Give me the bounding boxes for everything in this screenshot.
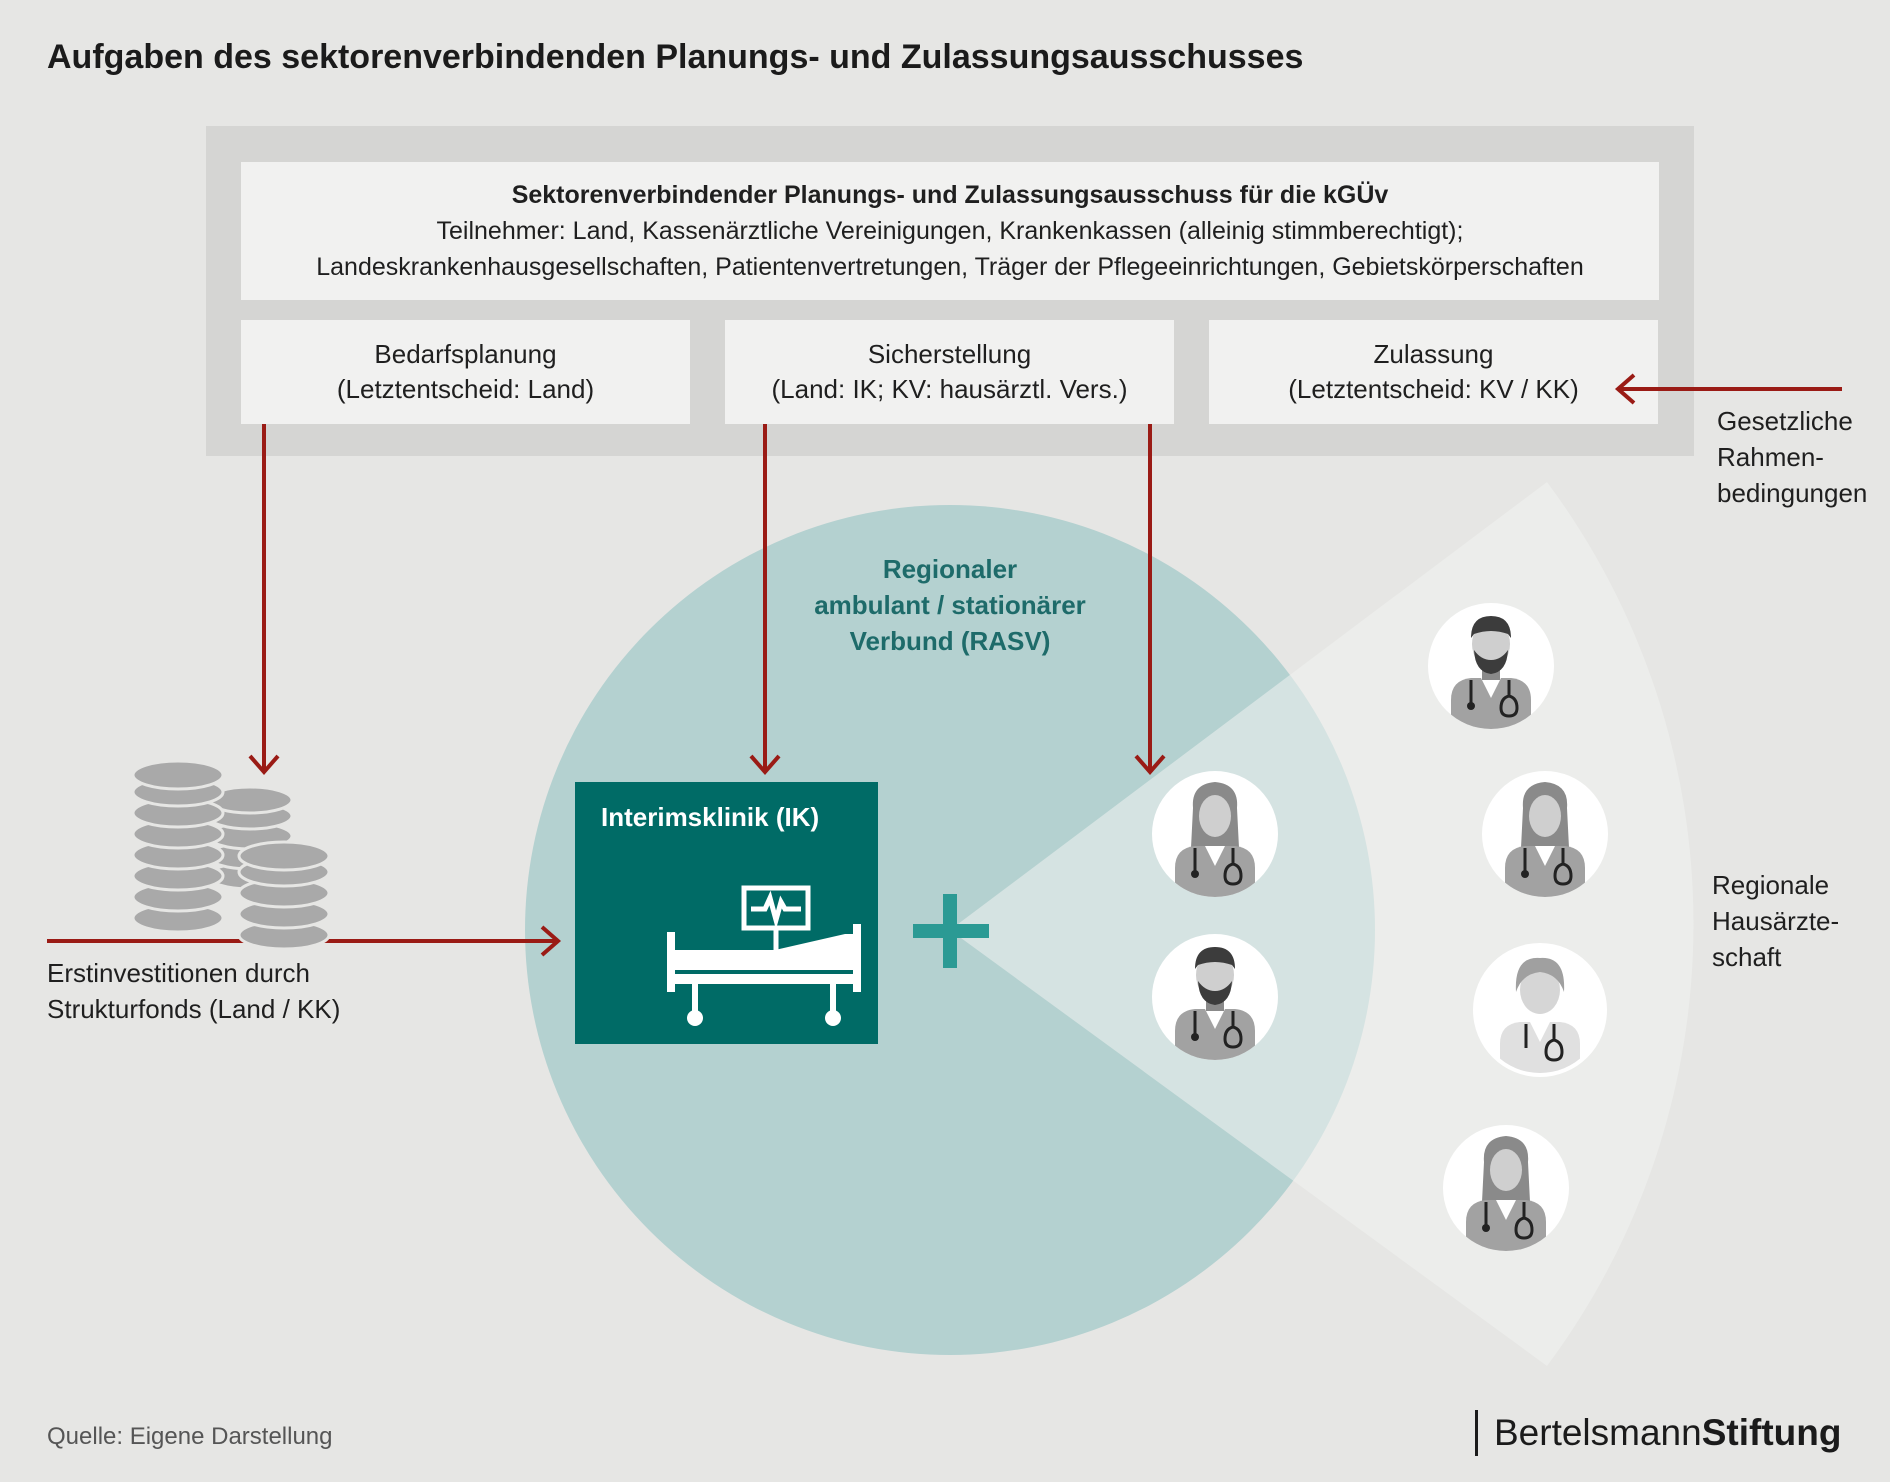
legal-line2: Rahmen- [1717, 442, 1824, 472]
investment-line2: Strukturfonds (Land / KK) [47, 994, 341, 1024]
rasv-label-line1: Regionaler [882, 554, 1018, 584]
region-line2: Hausärzte- [1712, 906, 1840, 936]
legal-framework-label: Gesetzliche Rahmen- bedingungen [1717, 403, 1867, 511]
task-detail: (Land: IK; KV: hausärztl. Vers.) [771, 374, 1128, 404]
legal-line3: bedingungen [1717, 478, 1868, 508]
arrow-head [248, 754, 280, 776]
source-note: Quelle: Eigene Darstellung [47, 1423, 333, 1450]
plus-icon [913, 894, 989, 968]
task-label: Zulassung [1373, 339, 1494, 369]
committee-box: Sektorenverbindender Planungs- und Zulas… [241, 162, 1659, 300]
region-line3: schaft [1712, 942, 1782, 972]
arrow-head [749, 754, 781, 776]
task-detail: (Letztentscheid: KV / KK) [1288, 374, 1579, 404]
arrow-head [1134, 754, 1166, 776]
task-box-sicherstellung: Sicherstellung (Land: IK; KV: hausärztl.… [725, 320, 1174, 424]
task-box-bedarfsplanung: Bedarfsplanung (Letztentscheid: Land) [241, 320, 690, 424]
arrow-head [1614, 373, 1636, 405]
arrow-head [540, 925, 562, 957]
region-line1: Regionale [1712, 870, 1830, 900]
committee-participants-line2: Landeskrankenhausgesellschaften, Patient… [316, 253, 1584, 281]
investment-line1: Erstinvestitionen durch [47, 958, 311, 988]
rasv-label-line2: ambulant / stationärer [814, 590, 1086, 620]
page-title: Aufgaben des sektorenverbindenden Planun… [47, 38, 1304, 76]
coin-stack-icon [131, 759, 331, 951]
committee-participants-line1: Teilnehmer: Land, Kassenärztliche Verein… [436, 217, 1464, 245]
interim-clinic-box: Interimsklinik (IK) [575, 782, 878, 1044]
legal-line1: Gesetzliche [1717, 406, 1853, 436]
brand-regular: Bertelsmann [1494, 1412, 1702, 1453]
hospital-bed-icon [667, 885, 861, 1026]
brand-bold: Stiftung [1701, 1412, 1842, 1453]
brand-bar [1475, 1410, 1478, 1456]
rasv-label: Regionaler ambulant / stationärer Verbun… [780, 551, 1120, 659]
task-box-zulassung: Zulassung (Letztentscheid: KV / KK) [1209, 320, 1658, 424]
committee-heading: Sektorenverbindender Planungs- und Zulas… [511, 181, 1389, 209]
task-detail: (Letztentscheid: Land) [336, 374, 595, 404]
task-label: Sicherstellung [867, 339, 1032, 369]
regional-gp-label: Regionale Hausärzte- schaft [1712, 867, 1839, 975]
rasv-label-line3: Verbund (RASV) [849, 626, 1051, 656]
task-label: Bedarfsplanung [374, 339, 557, 369]
clinic-label: Interimsklinik (IK) [601, 802, 820, 832]
investment-label: Erstinvestitionen durch Strukturfonds (L… [47, 955, 340, 1027]
